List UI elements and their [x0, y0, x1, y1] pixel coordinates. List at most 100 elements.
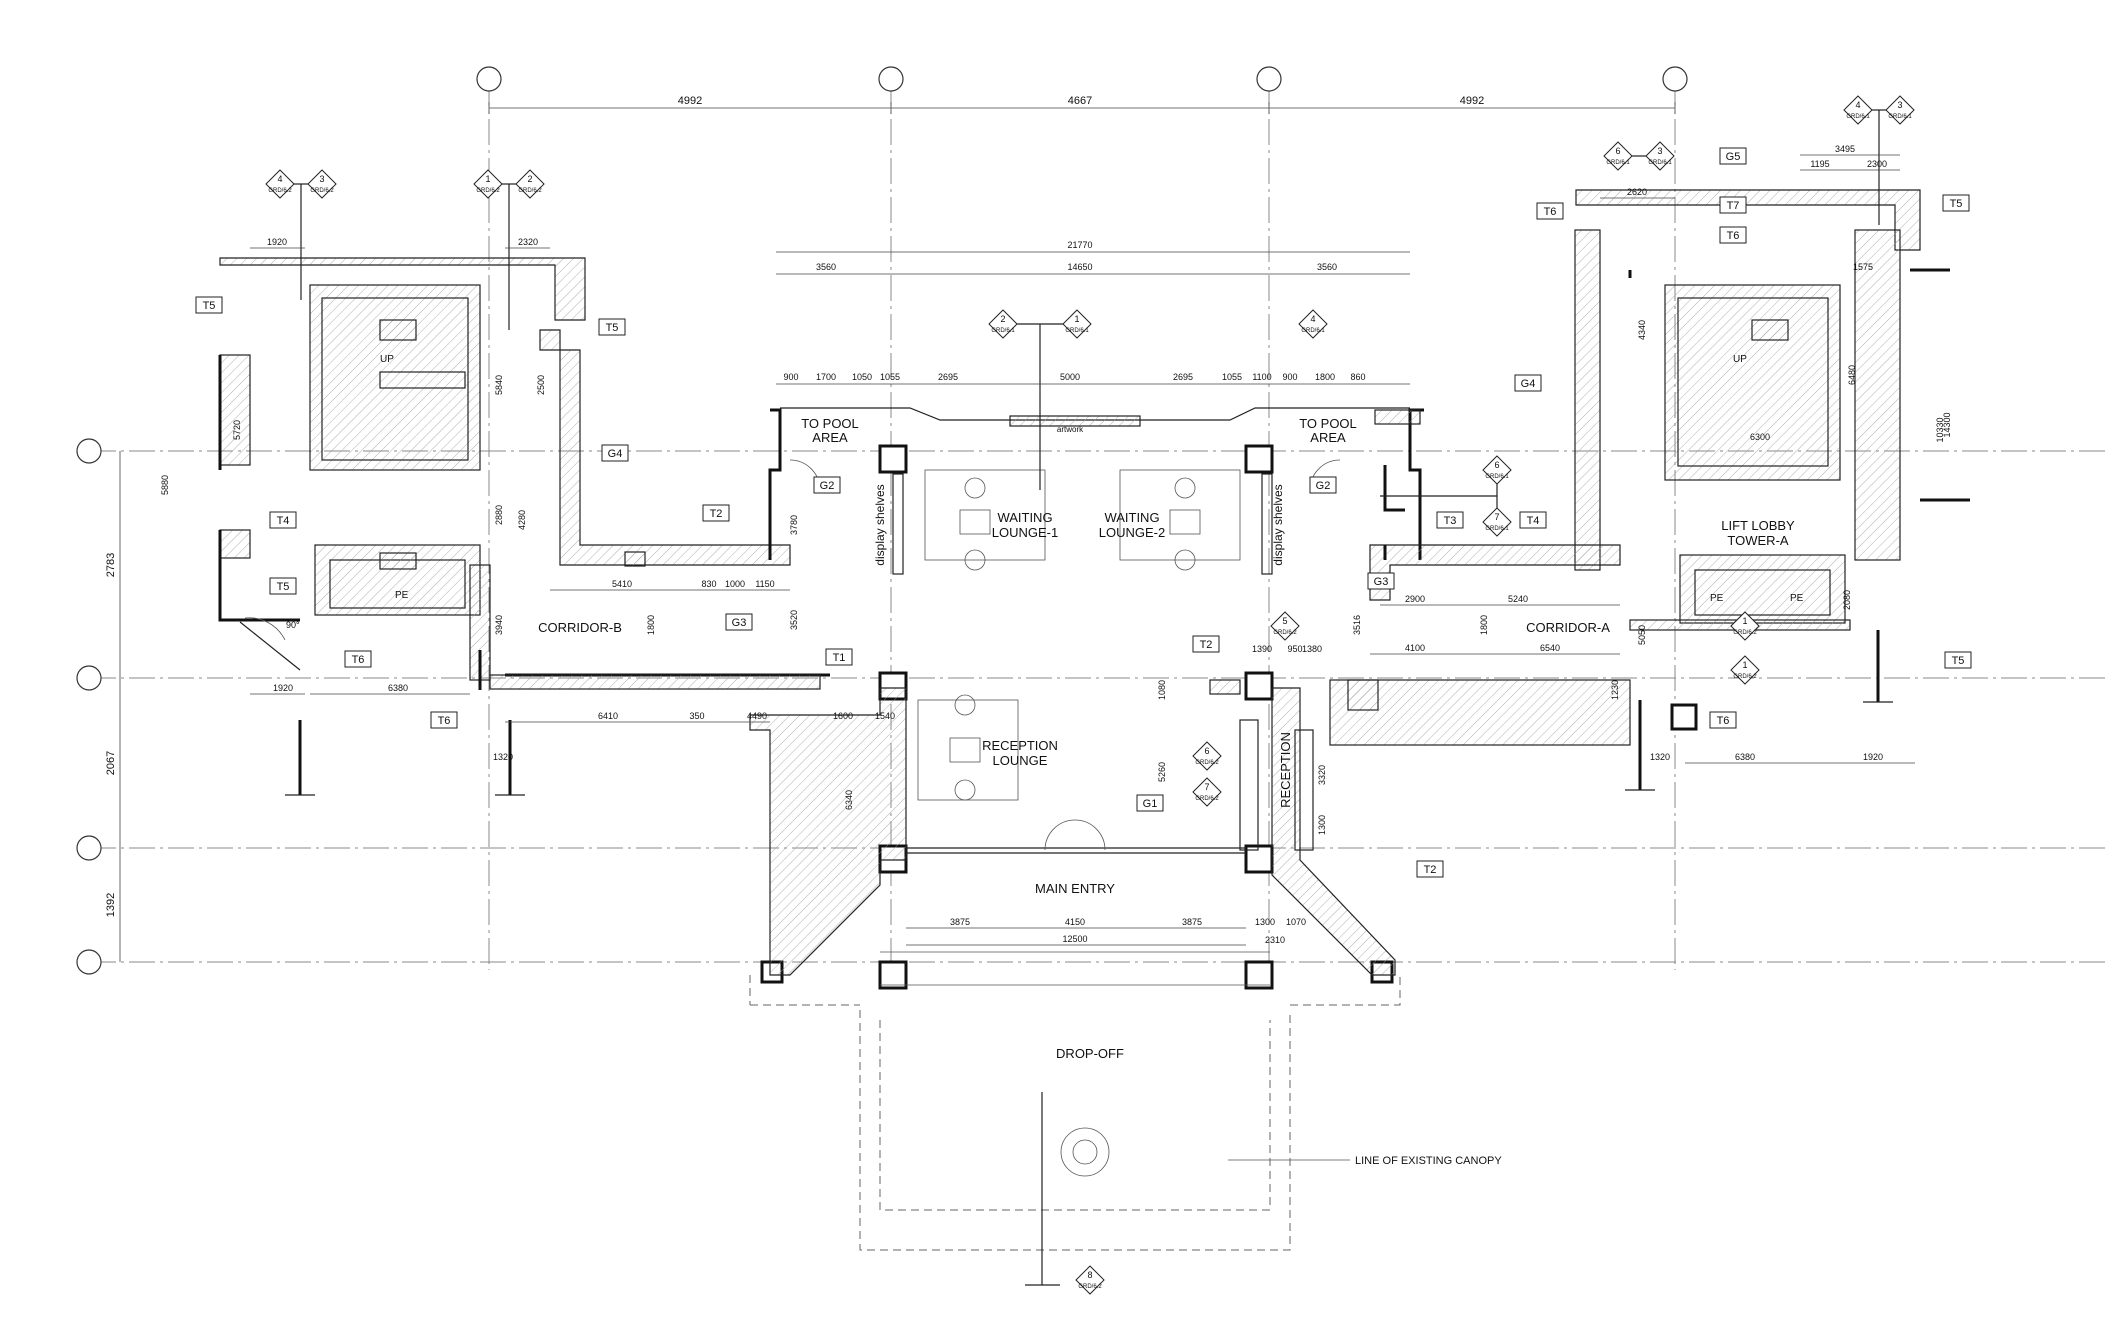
- tag-t5-d: T5: [1942, 194, 1970, 212]
- section-markers: 4 3 GRD/6.2 GRD/6.2 1 2 GRD/6.2 GRD/6.2 …: [265, 95, 1915, 1295]
- room-reception-lounge-b: LOUNGE: [993, 753, 1048, 768]
- tag-g3-a: G3: [725, 613, 753, 631]
- dim-3560: 3560: [816, 262, 836, 272]
- section-marker-5: 5 GRD/6.2: [1270, 611, 1300, 641]
- sec-code-e1: GRD/6.1: [1606, 160, 1630, 166]
- dim-6480: 6480: [1847, 365, 1857, 385]
- dim-2310: 2310: [1265, 935, 1285, 945]
- sec-code-l: GRD/6.2: [1078, 1284, 1102, 1290]
- sec-n3-f: 3: [1897, 100, 1902, 110]
- sec-code-c1: GRD/6.1: [991, 328, 1015, 334]
- svg-text:T2: T2: [1200, 639, 1213, 651]
- grid-bubbles: [76, 66, 1688, 975]
- dim-1300: 1300: [1255, 917, 1275, 927]
- dim-4100: 4100: [1405, 643, 1425, 653]
- sec-code-i: GRD/6.2: [1273, 630, 1297, 636]
- tag-g1: G1: [1136, 794, 1164, 812]
- svg-text:G5: G5: [1726, 151, 1741, 163]
- tag-g4-a: G4: [601, 444, 629, 462]
- dim-1800: 1800: [1315, 372, 1335, 382]
- dim-1050: 1050: [852, 372, 872, 382]
- sec-code-c2: GRD/6.1: [1065, 328, 1089, 334]
- sec-n4-d: 4: [1310, 314, 1315, 324]
- grid-dimensions: 4992 4667 4992 2783 2067 1392: [105, 95, 1676, 962]
- dim-1000: 1000: [725, 579, 745, 589]
- left-wing: UP PE 90° CORRIDOR-B: [218, 257, 830, 796]
- dim-1055: 1055: [880, 372, 900, 382]
- sec-n6-h: 6: [1204, 746, 1209, 756]
- sec-n3-e: 3: [1657, 146, 1662, 156]
- central-block: display shelves display shelves artwork …: [749, 407, 1631, 1286]
- dim-1390: 1390: [1252, 644, 1272, 654]
- pe-label-right-2: PE: [1790, 593, 1804, 604]
- sec-code-f1: GRD/6.1: [1846, 114, 1870, 120]
- dim-1575: 1575: [1853, 262, 1873, 272]
- sec-n6-g: 6: [1494, 460, 1499, 470]
- sec-n7-h: 7: [1204, 782, 1209, 792]
- tag-t6-a: T6: [344, 650, 372, 668]
- svg-text:G3: G3: [732, 617, 747, 629]
- sec-n3-a: 3: [319, 174, 324, 184]
- svg-text:G4: G4: [608, 448, 623, 460]
- grid-dim-top-2: 4667: [1068, 95, 1092, 107]
- dim-1300b: 1300: [1317, 815, 1327, 835]
- room-lift-lobby-b: TOWER-A: [1727, 533, 1788, 548]
- dim-3520: 3520: [789, 610, 799, 630]
- dim-2880: 2880: [494, 505, 504, 525]
- sec-code-g1: GRD/6.1: [1485, 474, 1509, 480]
- dim-1920a: 1920: [267, 237, 287, 247]
- tag-t1: T1: [825, 648, 853, 666]
- dim-2695b: 2695: [1173, 372, 1193, 382]
- section-marker-right-1b: 1 GRD/6.2: [1730, 655, 1760, 685]
- tag-t5-e: T5: [1944, 651, 1972, 669]
- svg-text:T5: T5: [1952, 655, 1965, 667]
- section-marker-centre-6-7: 6 7 GRD/6.2 GRD/6.2: [1192, 741, 1222, 807]
- sec-code-g2: GRD/6.1: [1485, 526, 1509, 532]
- tag-t2-b: T2: [1192, 635, 1220, 653]
- dim-3516: 3516: [1352, 615, 1362, 635]
- section-marker-8: 8 GRD/6.2: [1075, 1265, 1105, 1295]
- artwork-label: artwork: [1057, 425, 1084, 434]
- room-to-pool-right-2: AREA: [1310, 430, 1346, 445]
- dim-5000: 5000: [1060, 372, 1080, 382]
- display-shelves-right: display shelves: [1271, 484, 1285, 565]
- grid-dim-left-3: 1392: [105, 893, 117, 917]
- tag-g3-b: G3: [1367, 572, 1395, 590]
- dim-6380a: 6380: [388, 683, 408, 693]
- dim-2320: 2320: [518, 237, 538, 247]
- room-reception-lounge-a: RECEPTION: [982, 738, 1058, 753]
- pe-label-right-1: PE: [1710, 593, 1724, 604]
- dim-1320a: 1320: [493, 752, 513, 762]
- dim-2695: 2695: [938, 372, 958, 382]
- svg-text:G4: G4: [1521, 378, 1536, 390]
- dim-5720: 5720: [232, 420, 242, 440]
- sec-code-a1: GRD/6.2: [268, 188, 292, 194]
- dim-4150: 4150: [1065, 917, 1085, 927]
- dim-1380: 1380: [1302, 644, 1322, 654]
- grid-dim-top-3: 4992: [1460, 95, 1484, 107]
- dim-6380b: 6380: [1735, 752, 1755, 762]
- dim-1700: 1700: [816, 372, 836, 382]
- sec-n6-e: 6: [1615, 146, 1620, 156]
- sec-code-j: GRD/6.2: [1733, 630, 1757, 636]
- sec-n7-g: 7: [1494, 512, 1499, 522]
- sec-code-h1: GRD/6.2: [1195, 760, 1219, 766]
- dim-1600: 1600: [833, 711, 853, 721]
- dim-1100: 1100: [1252, 372, 1271, 382]
- svg-text:G2: G2: [820, 480, 835, 492]
- tag-t4-b: T4: [1519, 511, 1547, 529]
- svg-text:G3: G3: [1374, 576, 1389, 588]
- dim-12500: 12500: [1062, 934, 1087, 944]
- room-lift-lobby-a: LIFT LOBBY: [1721, 518, 1795, 533]
- sec-n1-k: 1: [1742, 660, 1747, 670]
- room-main-entry: MAIN ENTRY: [1035, 881, 1115, 896]
- section-marker-right-6-7: 6 7 GRD/6.1 GRD/6.1: [1380, 455, 1512, 537]
- room-to-pool-right-1: TO POOL: [1299, 416, 1357, 431]
- svg-text:T3: T3: [1444, 515, 1457, 527]
- dim-6410: 6410: [598, 711, 618, 721]
- sec-code-d: GRD/6.1: [1301, 328, 1325, 334]
- section-marker-centre-single: 4 GRD/6.1: [1298, 309, 1328, 339]
- tag-t4-a: T4: [269, 511, 297, 529]
- room-drop-off: DROP-OFF: [1056, 1046, 1124, 1061]
